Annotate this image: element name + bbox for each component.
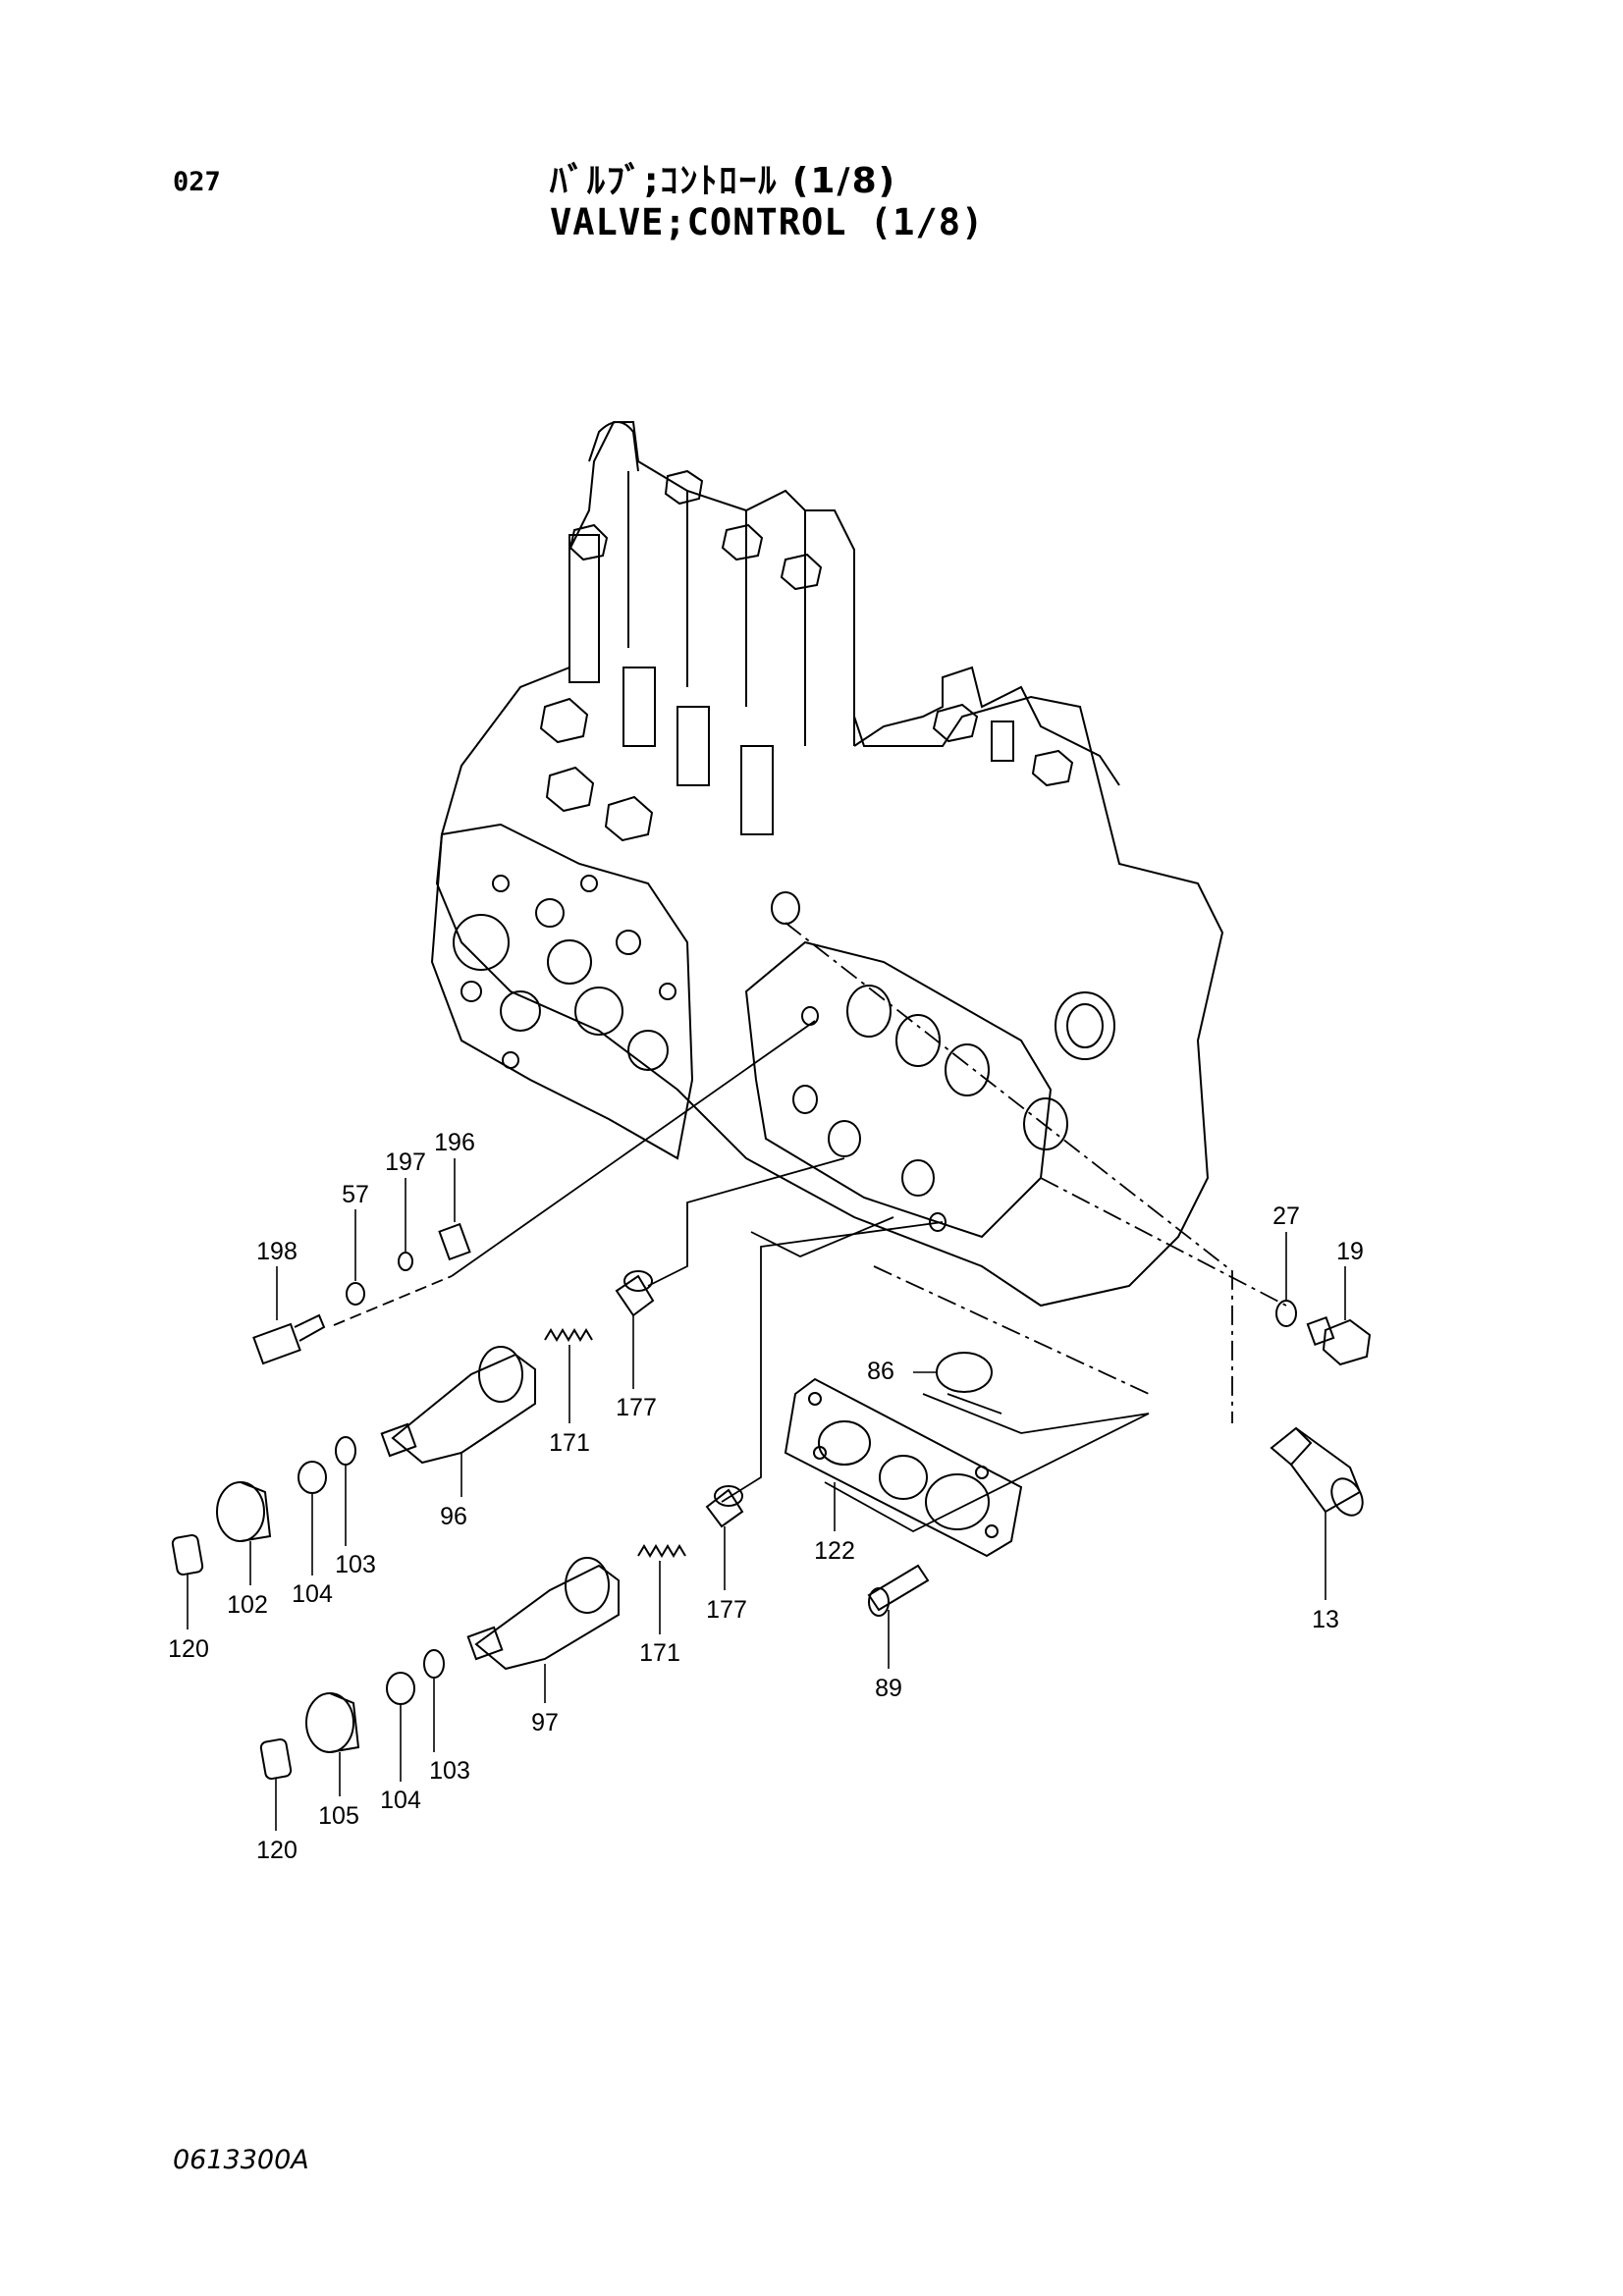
- part-sleeve-196: [438, 1222, 471, 1261]
- part-cover-plate-122: [784, 1377, 1023, 1558]
- label-103-upper: 103: [335, 1551, 376, 1578]
- label-171-lower: 171: [639, 1639, 680, 1667]
- part-oring-103-upper: [335, 1436, 356, 1466]
- part-plug-105: [305, 1692, 360, 1753]
- label-103-lower: 103: [429, 1757, 470, 1785]
- label-104-lower: 104: [380, 1787, 421, 1814]
- label-96: 96: [440, 1503, 467, 1530]
- label-86: 86: [867, 1358, 894, 1385]
- label-120-upper: 120: [168, 1635, 209, 1663]
- part-spring-171-lower: [637, 1544, 686, 1558]
- page-number: 027: [173, 167, 221, 197]
- assembly-leader-lines: [333, 922, 1287, 1533]
- label-197: 197: [385, 1148, 426, 1176]
- label-177-upper: 177: [616, 1394, 657, 1421]
- label-177-lower: 177: [706, 1596, 747, 1624]
- part-seal-120-upper: [171, 1533, 204, 1576]
- label-120-lower: 120: [256, 1837, 298, 1864]
- part-oring-103-lower: [423, 1649, 445, 1679]
- part-oring-86: [936, 1352, 993, 1393]
- part-bolt-13: [1270, 1426, 1364, 1517]
- part-ring-104-upper: [298, 1461, 327, 1494]
- part-spring-171-upper: [544, 1328, 593, 1342]
- part-ring-104-lower: [386, 1672, 415, 1705]
- part-plug-19: [1306, 1315, 1372, 1366]
- part-ring-197: [398, 1252, 413, 1271]
- label-105: 105: [318, 1802, 359, 1830]
- title-japanese: ﾊﾞﾙﾌﾞ;ｺﾝﾄﾛｰﾙ (1/8): [550, 161, 897, 201]
- part-plug-198: [252, 1313, 326, 1365]
- part-oring-27: [1275, 1300, 1297, 1327]
- label-102: 102: [227, 1591, 268, 1619]
- label-19: 19: [1336, 1238, 1364, 1265]
- label-198: 198: [256, 1238, 298, 1265]
- label-171-upper: 171: [549, 1429, 590, 1457]
- part-poppet-177-upper: [615, 1270, 655, 1317]
- label-122: 122: [814, 1537, 855, 1565]
- label-196: 196: [434, 1129, 475, 1156]
- part-number-labels: 196 197 57 198 27 19 86 177 171 96 122 1…: [168, 1129, 1364, 1864]
- title-english: VALVE;CONTROL (1/8): [550, 201, 985, 243]
- label-104-upper: 104: [292, 1580, 333, 1608]
- label-97: 97: [531, 1709, 559, 1736]
- part-poppet-177-lower: [705, 1485, 744, 1528]
- label-leaders: [187, 1158, 1346, 1831]
- part-spool-97: [466, 1557, 620, 1671]
- control-valve-body: [430, 421, 1224, 1308]
- label-89: 89: [875, 1675, 902, 1702]
- part-oring-57: [346, 1282, 365, 1306]
- label-27: 27: [1272, 1202, 1300, 1230]
- part-bolt-89: [867, 1564, 930, 1617]
- part-spool-96: [380, 1346, 536, 1465]
- part-plug-102: [216, 1481, 272, 1542]
- drawing-code: 0613300A: [173, 2145, 309, 2175]
- label-57: 57: [342, 1181, 369, 1208]
- part-seal-120-lower: [259, 1737, 293, 1781]
- label-13: 13: [1312, 1606, 1339, 1633]
